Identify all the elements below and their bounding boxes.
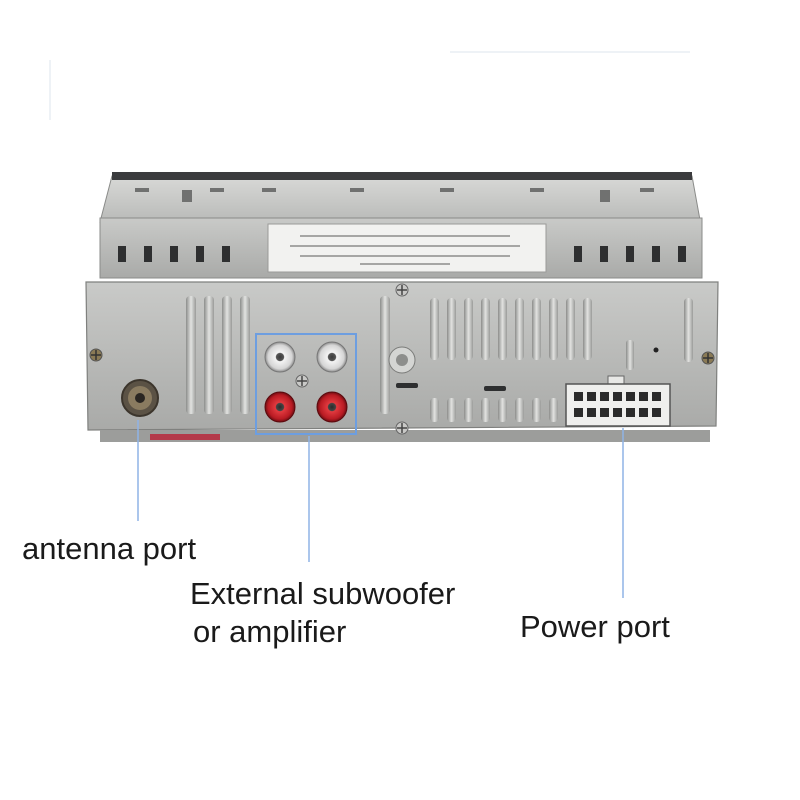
rca-red-jack xyxy=(264,391,296,423)
mounting-slot xyxy=(396,383,418,388)
upper-panel xyxy=(99,217,703,279)
power-port-label: Power port xyxy=(520,609,670,644)
top-cover xyxy=(99,172,701,223)
rca-red-jack xyxy=(316,391,348,423)
mounting-slot xyxy=(484,386,506,391)
subwoofer-label-line2: or amplifier xyxy=(193,614,347,649)
screw-icon xyxy=(395,421,409,435)
antenna-port xyxy=(121,379,159,417)
antenna-port-label: antenna port xyxy=(22,531,197,566)
rca-white-jack xyxy=(316,341,348,373)
ground-stud xyxy=(388,346,416,374)
screw-icon xyxy=(89,348,103,362)
screw-icon xyxy=(295,374,309,388)
left-ribs xyxy=(186,296,250,414)
screw-icon xyxy=(701,351,715,365)
screw-icon xyxy=(395,283,409,297)
power-connector xyxy=(565,375,671,427)
rca-white-jack xyxy=(264,341,296,373)
rca-outputs xyxy=(255,333,357,435)
subwoofer-label-line1: External subwoofer xyxy=(190,576,456,611)
highlight-box xyxy=(255,333,357,435)
center-ribs xyxy=(380,296,693,422)
